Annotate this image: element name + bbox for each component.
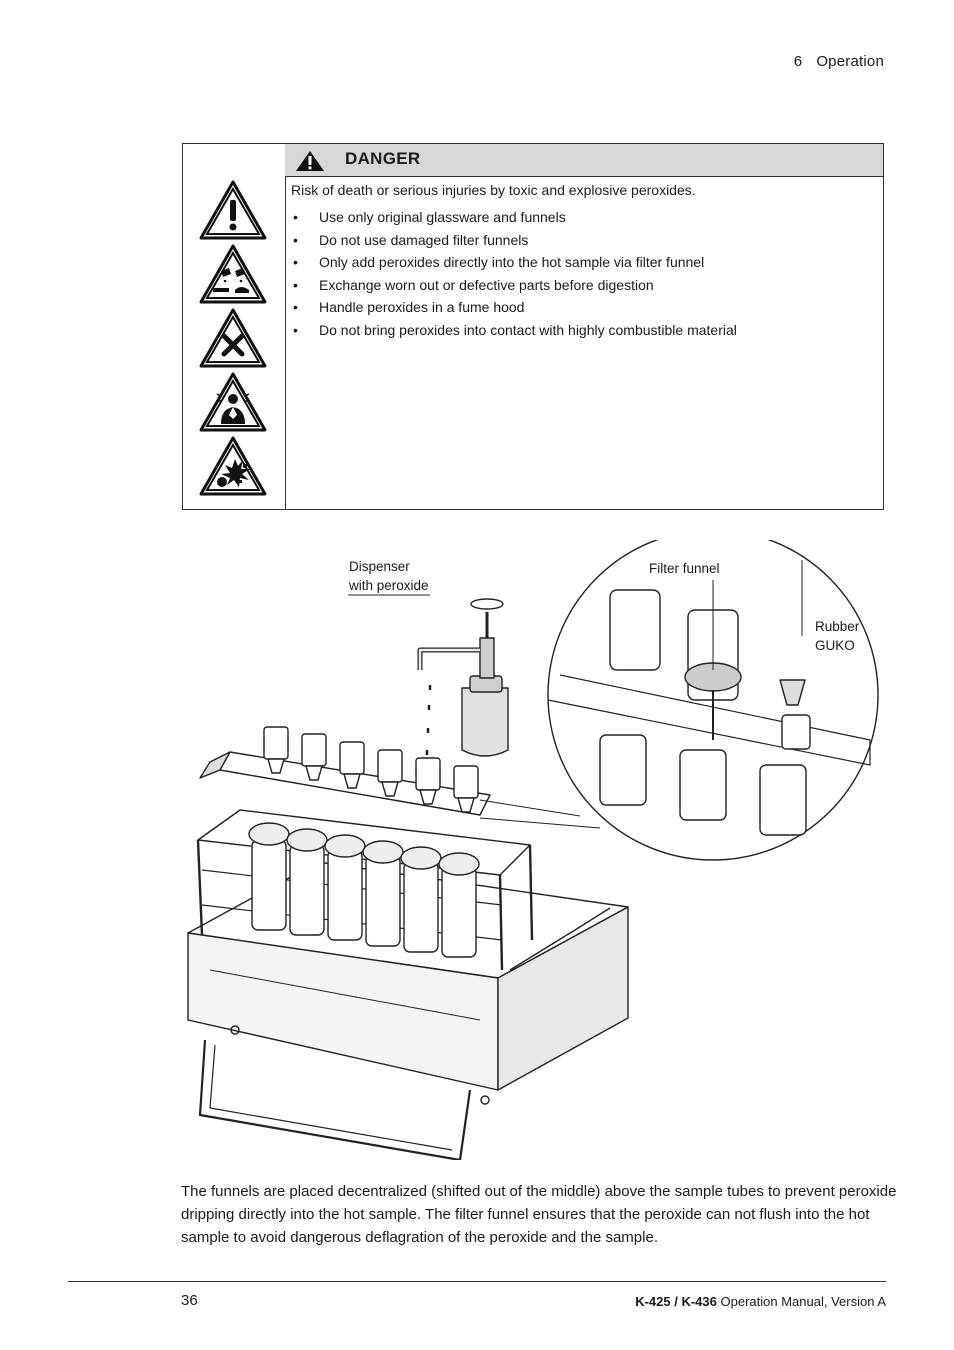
list-item-text: Only add peroxides directly into the hot…: [319, 254, 705, 270]
figure-caption: The funnels are placed decentralized (sh…: [181, 1183, 897, 1246]
list-item-text: Do not use damaged filter funnels: [319, 231, 529, 248]
bullet: •: [293, 276, 298, 293]
page-number: 36: [181, 1292, 198, 1309]
list-item-text: Handle peroxides in a fume hood: [319, 299, 525, 315]
list-item: • Only add peroxides directly into the ho…: [291, 251, 875, 274]
danger-title-bar: DANGER: [285, 144, 883, 177]
footer-manual-title: K-425 / K-436 Operation Manual, Version …: [635, 1294, 886, 1309]
bullet: •: [293, 299, 298, 315]
warning-exclamation-icon: [199, 180, 267, 240]
sample-tubes: [251, 839, 477, 958]
running-header: 6 Operation: [794, 53, 884, 70]
list-item-text: Do not bring peroxides into contact with…: [319, 321, 737, 338]
peroxide-dispenser: [417, 598, 509, 757]
bullet: •: [293, 321, 298, 338]
footer-model: K-425 / K-436: [635, 1294, 717, 1309]
danger-list: • Use only original glassware and funnels…: [291, 206, 875, 341]
list-item: • Do not bring peroxides into contact wit…: [291, 319, 875, 342]
danger-title: DANGER: [345, 149, 421, 168]
label-rubber-guko: Rubber GUKO: [815, 617, 859, 655]
bullet: •: [293, 254, 298, 270]
bullet: •: [293, 209, 298, 225]
apparatus-figure: Dispenser with peroxide Filter funnel Ru…: [180, 529, 890, 1162]
list-item: • Handle peroxides in a fume hood: [291, 296, 875, 319]
warning-triangle-icon: [296, 151, 324, 171]
label-dispenser-line2: with peroxide: [349, 578, 429, 593]
label-filter-funnel: Filter funnel: [649, 561, 720, 576]
respiratory-hazard-icon: [199, 372, 267, 432]
bullet: •: [293, 231, 298, 248]
list-item: • Exchange worn out or defective parts be…: [291, 274, 875, 297]
footer-manual: Operation Manual, Version A: [720, 1294, 887, 1309]
label-dispenser-line1: Dispenser: [349, 559, 410, 574]
funnels: [263, 726, 479, 813]
label-rubber-line1: Rubber: [815, 619, 860, 634]
harmful-irritant-icon: [199, 308, 267, 368]
list-item-text: Exchange worn out or defective parts bef…: [319, 276, 654, 293]
list-item: • Use only original glassware and funnels: [291, 206, 875, 229]
digestion-unit-illustration: [187, 529, 879, 1162]
chapter-title: Operation: [816, 53, 884, 70]
list-item: • Do not use damaged filter funnels: [291, 229, 875, 252]
corrosive-icon: [199, 244, 267, 304]
list-item-text: Use only original glassware and funnels: [319, 209, 566, 225]
chapter-number: 6: [793, 53, 803, 70]
footer-rule: [68, 1281, 886, 1282]
label-dispenser: Dispenser with peroxide: [349, 557, 429, 595]
danger-lead: Risk of death or serious injuries by tox…: [291, 182, 696, 198]
label-rubber-line2: GUKO: [815, 638, 855, 653]
danger-notice: DANGER Risk of death or serious injuries…: [182, 143, 884, 510]
explosive-icon: [199, 436, 267, 496]
danger-body: Risk of death or serious injuries by tox…: [291, 182, 875, 341]
hazard-icon-column: [183, 144, 286, 509]
